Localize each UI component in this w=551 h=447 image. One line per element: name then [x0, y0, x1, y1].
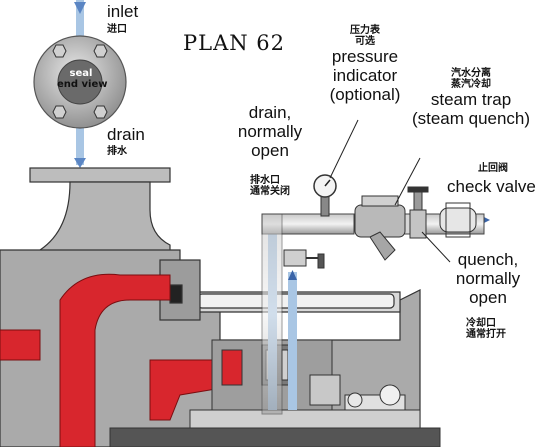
page-title: PLAN 62	[183, 31, 286, 55]
pressure-cn-line1: 压力表	[350, 25, 380, 36]
pressure-en-line2: indicator	[332, 66, 398, 86]
drain-side-cn-line1: 排水口	[250, 175, 280, 186]
steam-trap-icon[interactable]	[354, 195, 406, 261]
check-valve-label: check valve	[447, 177, 536, 196]
quench-label: quench, normally open	[440, 250, 536, 307]
drain-side-en-line3: open	[251, 141, 289, 161]
inlet-label-cn: 进口	[107, 24, 127, 35]
quench-leader-line	[421, 231, 451, 263]
quench-en-line1: quench,	[457, 250, 519, 269]
pressure-en-line3: (optional)	[329, 85, 401, 105]
drain-label: drain	[107, 125, 145, 144]
bolt-icon	[93, 44, 108, 58]
flange-label: seal end view	[57, 68, 108, 91]
bolt-icon	[93, 105, 108, 119]
quench-valve-icon[interactable]	[407, 186, 429, 239]
drain-side-en-line1: drain,	[248, 103, 292, 122]
drain-arrow	[74, 158, 86, 168]
check-valve-icon[interactable]	[439, 202, 477, 238]
trap-en-line2: (steam quench)	[411, 109, 531, 129]
drain-label-cn: 排水	[107, 146, 127, 157]
trap-cn-line2: 蒸汽冷却	[451, 79, 491, 91]
quench-label-cn: 冷却口 通常打开	[466, 318, 506, 340]
inlet-label: inlet	[107, 2, 139, 21]
drain-side-label-cn: 排水口 通常关闭	[250, 175, 290, 197]
pressure-gauge-icon[interactable]	[313, 174, 337, 217]
pressure-leader-line	[329, 119, 359, 179]
flow-arrow-up	[288, 270, 297, 280]
drain-side-label: drain, normally open	[232, 103, 308, 160]
quench-cn-line1: 冷却口	[466, 318, 496, 329]
trap-cn-line1: 汽水分离	[451, 68, 491, 79]
quench-cn-line2: 通常打开	[466, 329, 506, 341]
pressure-indicator-label: 压力表 可选 pressure indicator (optional)	[320, 25, 410, 104]
flange-end-view	[33, 35, 127, 129]
drain-side-en-line2: normally	[237, 122, 303, 142]
drain-valve-icon[interactable]	[283, 249, 325, 269]
bolt-icon	[52, 105, 67, 119]
pressure-en-line1: pressure	[331, 47, 399, 67]
quench-en-line2: normally	[455, 269, 521, 289]
inlet-arrow	[74, 2, 86, 14]
trap-en-line1: steam trap	[430, 90, 512, 110]
steam-trap-label: 汽水分离 蒸汽冷却 steam trap (steam quench)	[398, 68, 544, 128]
pressure-cn-line2: 可选	[355, 36, 375, 48]
trap-leader-line	[394, 157, 421, 206]
quench-en-line3: open	[469, 288, 507, 308]
check-valve-label-cn: 止回阀	[478, 163, 508, 174]
bolt-icon	[52, 44, 67, 58]
flange-label-line2: end view	[57, 79, 108, 91]
drain-side-cn-line2: 通常关闭	[250, 186, 290, 198]
flange-label-line1: seal	[69, 68, 93, 79]
